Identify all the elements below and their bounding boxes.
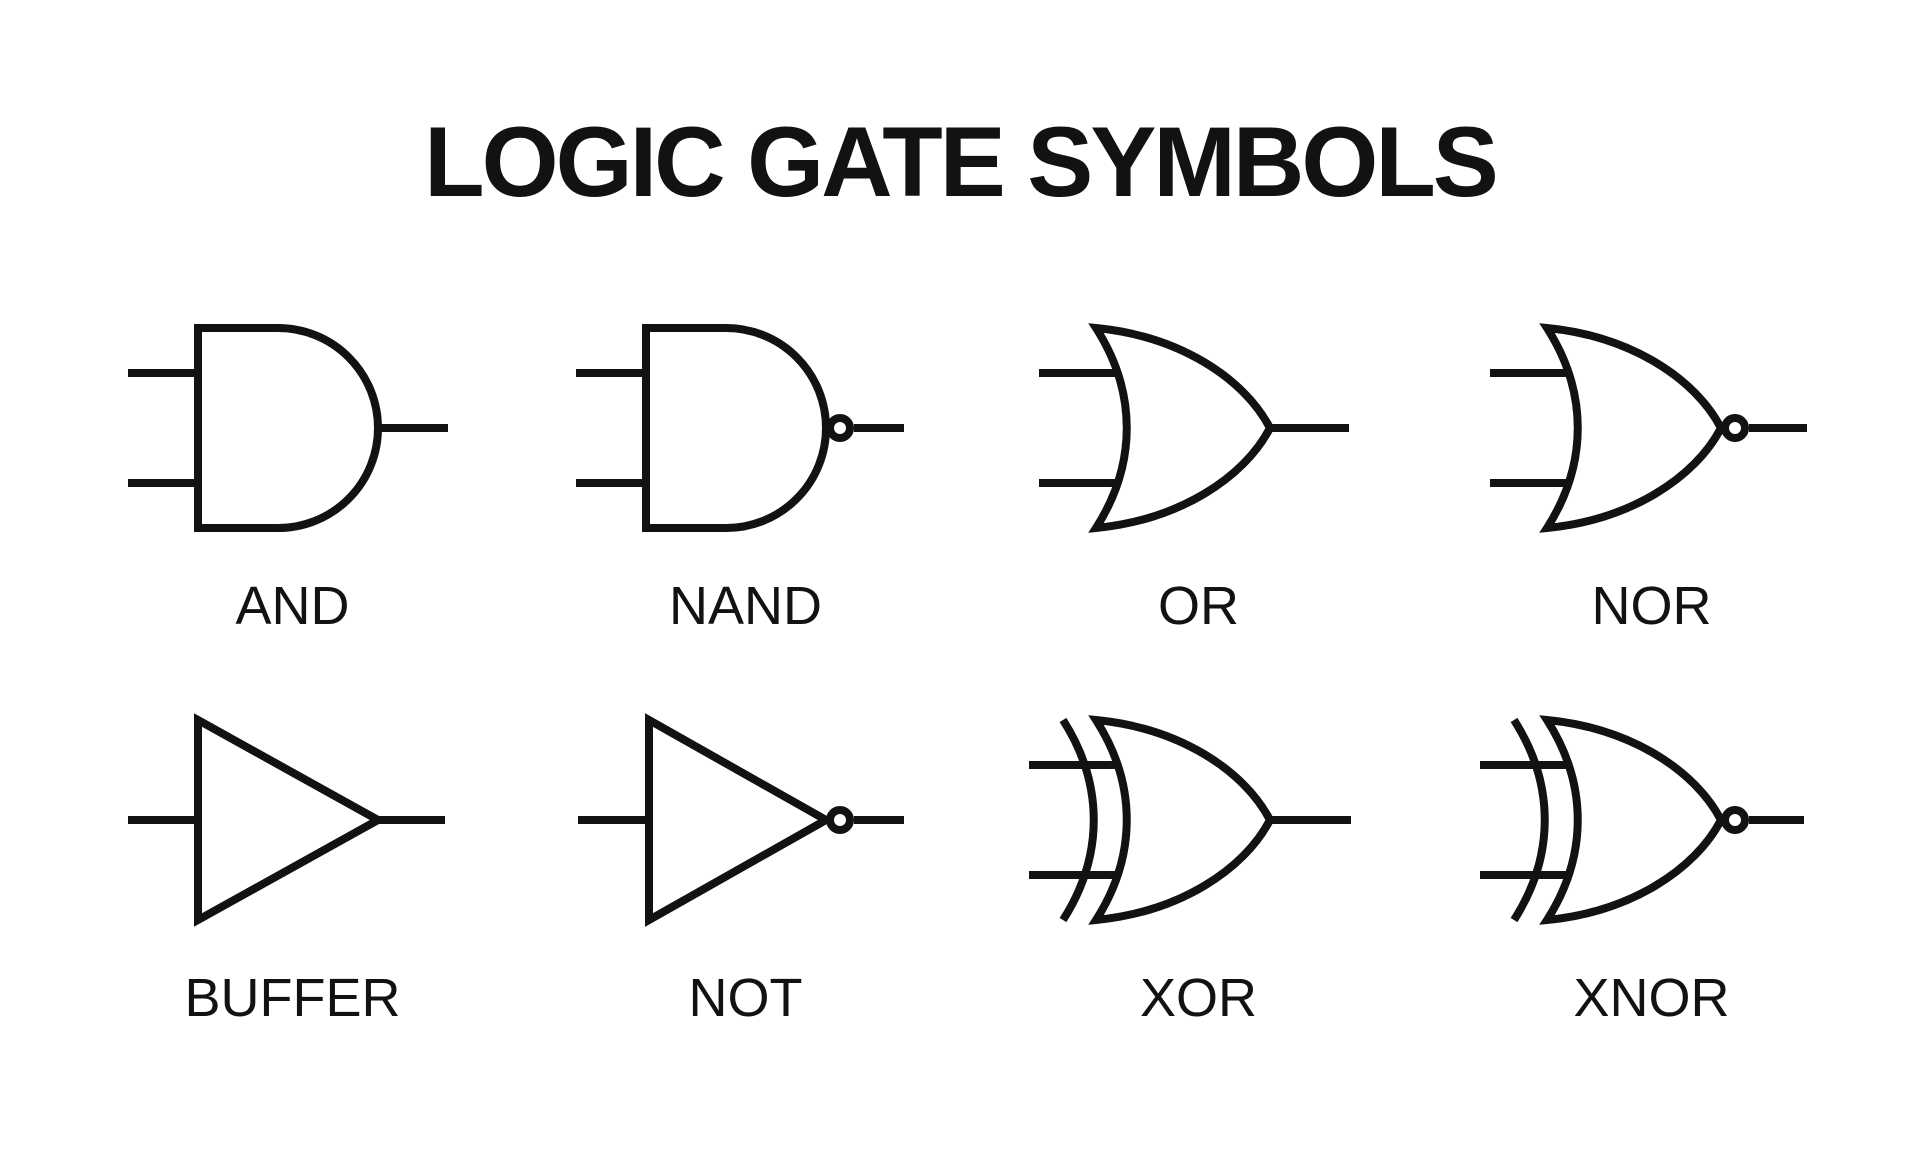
gate-card-nor: NOR [1425, 278, 1878, 634]
xor-label: XOR [1139, 968, 1258, 1028]
page-title: LOGIC GATE SYMBOLS [424, 106, 1499, 217]
nand-label: NAND [668, 576, 822, 636]
gate-card-xnor: XNOR [1425, 670, 1878, 1026]
buffer-label: BUFFER [184, 968, 401, 1028]
gate-card-nand: NAND [519, 278, 972, 634]
xor-gate-icon [1028, 715, 1351, 925]
or-gate-icon [1038, 323, 1349, 533]
xnor-gate-icon [1479, 715, 1804, 925]
buffer-gate-icon [127, 713, 445, 927]
xnor-label: XNOR [1573, 968, 1730, 1028]
nor-gate-icon [1489, 323, 1807, 533]
gate-card-or: OR [972, 278, 1425, 634]
not-label: NOT [688, 968, 803, 1028]
or-label: OR [1158, 576, 1239, 636]
nor-label: NOR [1591, 576, 1712, 636]
gate-row-1: AND NAND [66, 278, 1878, 634]
not-gate-icon [577, 713, 904, 927]
gate-card-and: AND [66, 278, 519, 634]
and-label: AND [235, 576, 350, 636]
gate-row-2: BUFFER NOT [66, 670, 1878, 1026]
gate-card-buffer: BUFFER [66, 670, 519, 1026]
nand-gate-icon [575, 324, 904, 532]
and-gate-icon [127, 324, 448, 532]
gate-card-xor: XOR [972, 670, 1425, 1026]
gate-card-not: NOT [519, 670, 972, 1026]
